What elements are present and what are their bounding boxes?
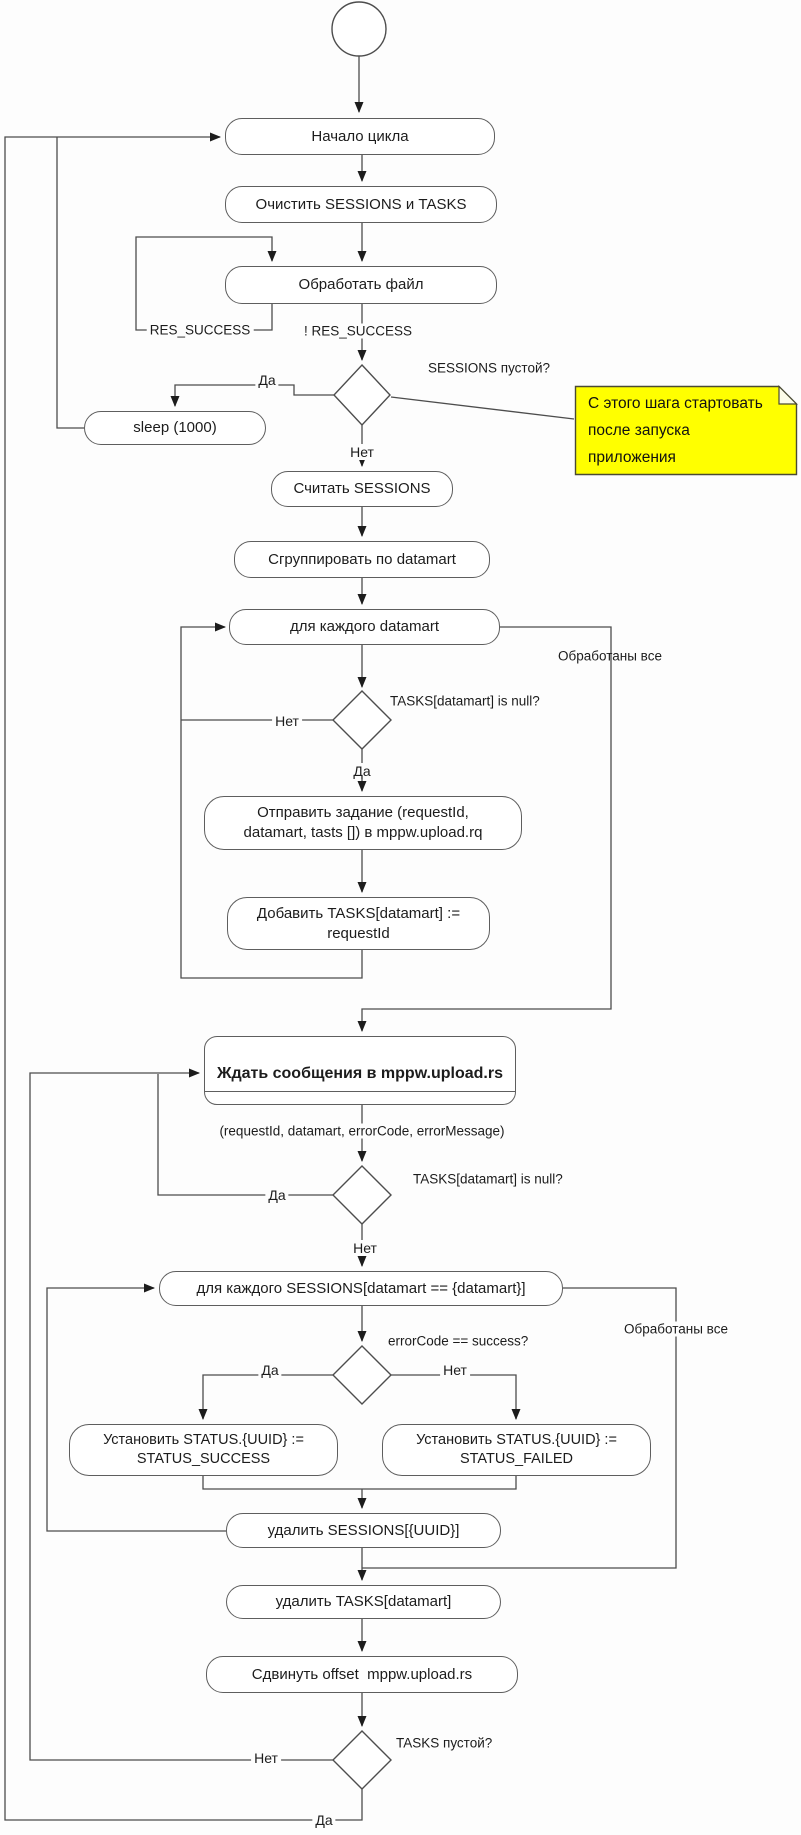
label-question-tasks-null-upper: TASKS[datamart] is null? bbox=[390, 693, 540, 709]
edge-tasks-empty-yes-to-loop-start bbox=[4, 132, 363, 1821]
edge-sleep-return bbox=[56, 137, 84, 429]
node-process-file: Обработать файл bbox=[225, 266, 497, 304]
node-shift-offset: Сдвинуть offset mppw.upload.rs bbox=[206, 1656, 518, 1693]
decision-tasks-null-lower bbox=[332, 1165, 392, 1225]
node-add-task: Добавить TASKS[datamart] := requestId bbox=[227, 897, 490, 950]
label-yes-tasks-null-upper: Да bbox=[350, 763, 374, 779]
start-node bbox=[331, 1, 387, 57]
label-question-sessions-empty: SESSIONS пустой? bbox=[428, 360, 551, 376]
label-no-tasks-empty: Нет bbox=[251, 1750, 281, 1766]
node-for-each-sessions: для каждого SESSIONS[datamart == {datama… bbox=[159, 1271, 563, 1306]
label-yes-tasks-empty: Да bbox=[312, 1812, 336, 1828]
label-not-res-success: ! RES_SUCCESS bbox=[300, 323, 416, 339]
wait-message-title: Ждать сообщения в mppw.upload.rs bbox=[205, 1057, 515, 1092]
label-message-params: (requestId, datamart, errorCode, errorMe… bbox=[216, 1123, 508, 1139]
decision-errorcode-success bbox=[332, 1345, 392, 1405]
label-yes-tasks-null-lower: Да bbox=[265, 1187, 289, 1203]
node-read-sessions: Считать SESSIONS bbox=[271, 471, 453, 507]
node-for-each-datamart: для каждого datamart bbox=[229, 609, 500, 645]
node-send-task: Отправить задание (requestId, datamart, … bbox=[204, 796, 522, 850]
label-question-tasks-null-lower: TASKS[datamart] is null? bbox=[413, 1171, 563, 1187]
label-processed-all-sessions: Обработаны все bbox=[621, 1321, 731, 1337]
edge-success-merge bbox=[202, 1476, 362, 1490]
edge-res-success-selfloop bbox=[135, 236, 277, 331]
edge-errorcode-yes-to-success bbox=[198, 1374, 333, 1420]
label-yes-sessions-empty: Да bbox=[255, 372, 279, 388]
node-set-status-failed: Установить STATUS.{UUID} := STATUS_FAILE… bbox=[382, 1424, 651, 1476]
decision-tasks-empty bbox=[332, 1730, 392, 1790]
sticky-note bbox=[574, 385, 798, 476]
edge-for-sessions-processed-all bbox=[362, 1287, 677, 1569]
edge-add-task-loopback bbox=[180, 622, 363, 979]
edge-sessions-empty-yes-to-sleep bbox=[170, 384, 334, 407]
edge-tasks-not-empty-return-to-wait bbox=[29, 1068, 333, 1761]
edge-note-connector bbox=[390, 396, 575, 420]
label-no-errorcode: Нет bbox=[440, 1362, 470, 1378]
edge-errorcode-no-to-failed bbox=[391, 1374, 521, 1420]
node-set-status-success: Установить STATUS.{UUID} := STATUS_SUCCE… bbox=[69, 1424, 338, 1476]
edge-delete-sessions-loopback bbox=[46, 1283, 226, 1532]
sticky-note-text: С этого шага стартовать после запуска пр… bbox=[588, 395, 763, 466]
node-clear-sessions-tasks: Очистить SESSIONS и TASKS bbox=[225, 186, 497, 223]
node-loop-start: Начало цикла bbox=[225, 118, 495, 155]
node-delete-tasks: удалить TASKS[datamart] bbox=[226, 1585, 501, 1619]
label-yes-errorcode: Да bbox=[258, 1362, 282, 1378]
label-no-tasks-null-upper: Нет bbox=[272, 713, 302, 729]
edge-failed-merge bbox=[362, 1476, 517, 1490]
label-question-tasks-empty: TASKS пустой? bbox=[396, 1735, 493, 1751]
node-delete-sessions: удалить SESSIONS[{UUID}] bbox=[226, 1513, 501, 1548]
node-sleep: sleep (1000) bbox=[84, 411, 266, 445]
node-group-by-datamart: Сгруппировать по datamart bbox=[234, 541, 490, 578]
label-no-sessions-empty: Нет bbox=[347, 444, 377, 460]
label-no-tasks-null-lower: Нет bbox=[350, 1240, 380, 1256]
label-processed-all-datamart: Обработаны все bbox=[558, 648, 662, 664]
decision-tasks-null-upper bbox=[332, 690, 392, 750]
decision-sessions-empty bbox=[333, 363, 391, 427]
sticky-note-fold-corner bbox=[778, 385, 798, 405]
node-wait-message: Ждать сообщения в mppw.upload.rs bbox=[204, 1036, 516, 1105]
label-question-errorcode: errorCode == success? bbox=[388, 1333, 529, 1349]
label-res-success: RES_SUCCESS bbox=[146, 322, 254, 338]
edge-for-datamart-processed-all-to-wait bbox=[357, 626, 612, 1032]
